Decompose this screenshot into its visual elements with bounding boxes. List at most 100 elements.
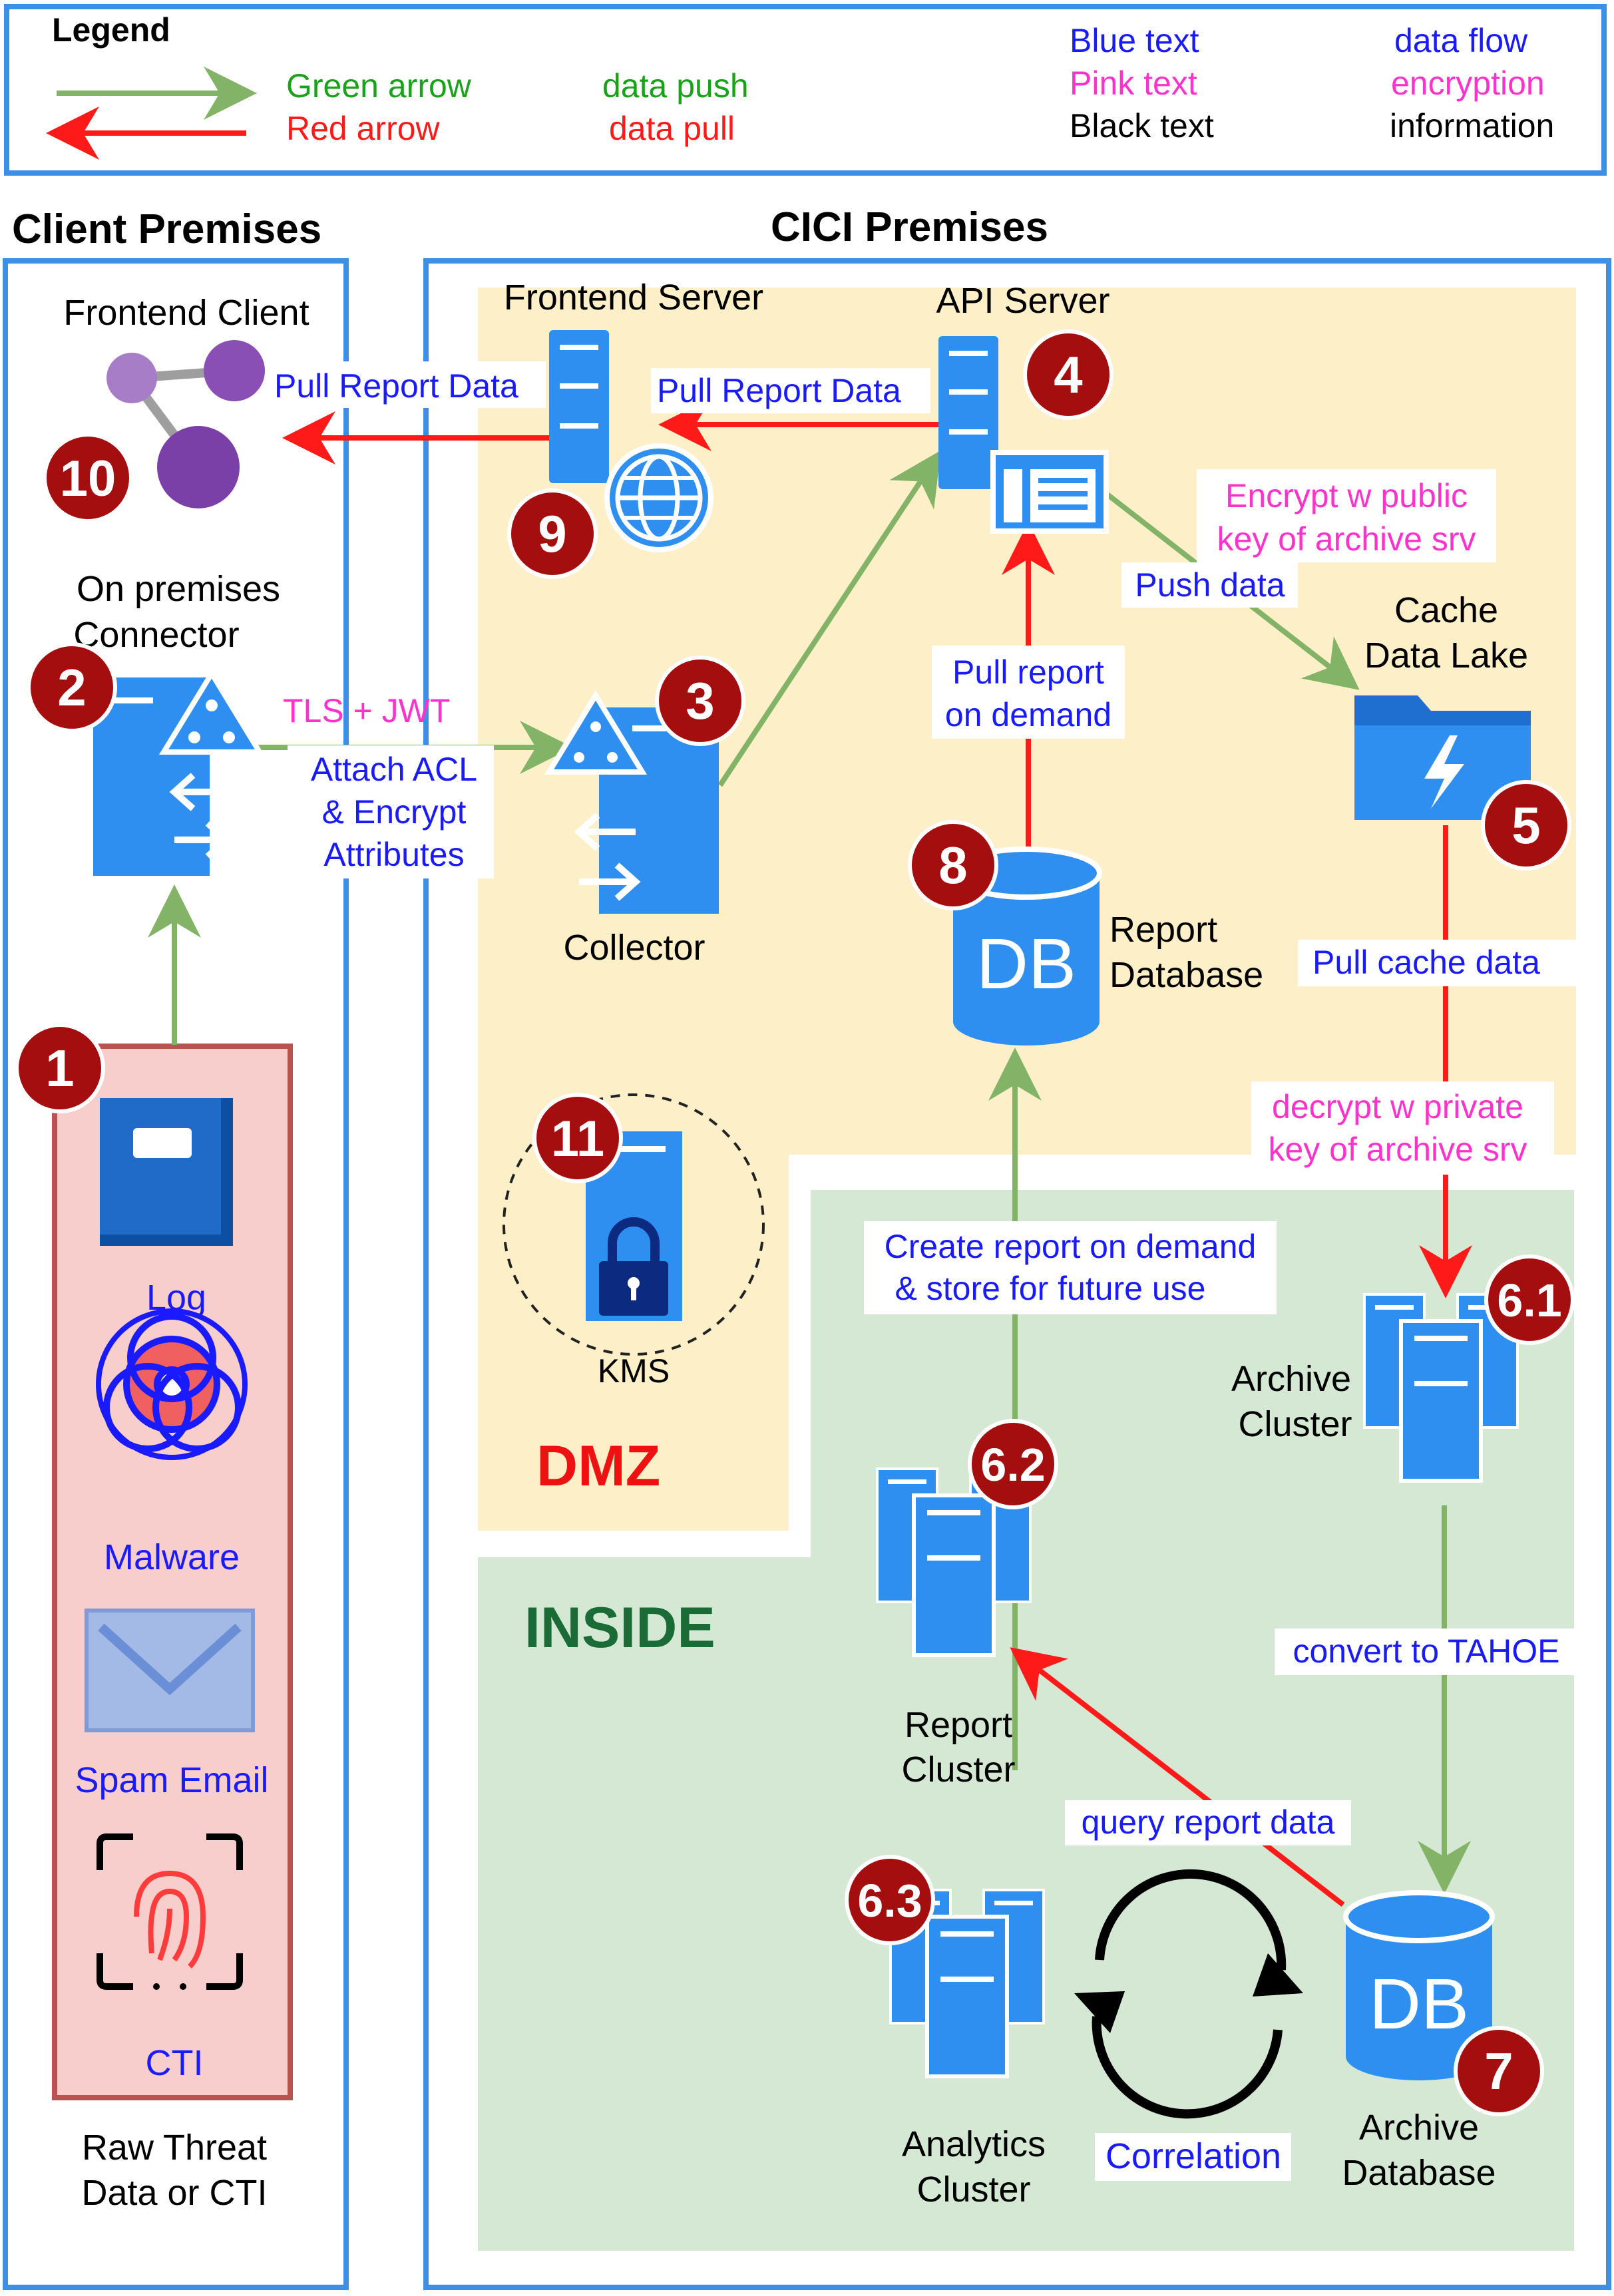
edge-pull-cache: Pull cache data xyxy=(1312,944,1540,981)
dmz-label: DMZ xyxy=(536,1434,660,1498)
report-cluster-label-line2: Cluster xyxy=(901,1750,1015,1790)
badge-text: 1 xyxy=(45,1039,74,1097)
report-cluster-label-line1: Report xyxy=(905,1705,1012,1745)
report-db-label-line2: Database xyxy=(1110,955,1263,995)
badge-text: 10 xyxy=(60,451,116,507)
edge-label-bg xyxy=(864,1221,1277,1314)
edge-decrypt-line1: decrypt w private xyxy=(1272,1088,1523,1125)
report-cluster: Report Cluster xyxy=(877,1469,1030,1790)
database-icon: DB xyxy=(1343,1890,1495,2080)
legend-data-pull: data pull xyxy=(609,110,735,147)
badge-text: 6.3 xyxy=(857,1875,922,1927)
step-badge-6-1: 6.1 xyxy=(1484,1254,1575,1345)
edge-label-bg xyxy=(1275,1628,1577,1675)
cti-label: CTI xyxy=(146,2043,204,2083)
frontend-client-label: Frontend Client xyxy=(63,293,309,333)
server-rack-icon xyxy=(549,330,609,483)
api-server-label: API Server xyxy=(936,281,1110,321)
legend-green-arrow-label: Green arrow xyxy=(286,67,472,104)
analytics-label-line1: Analytics xyxy=(902,2124,1046,2164)
collector-label: Collector xyxy=(563,928,705,968)
cycle-icon xyxy=(1074,1869,1303,2119)
edge-attach-line1: Attach ACL xyxy=(311,751,477,788)
edge-decrypt-line2: key of archive srv xyxy=(1268,1131,1527,1168)
badge-text: 3 xyxy=(686,671,714,730)
archive-database: DB Archive Database xyxy=(1342,1890,1496,2193)
badge-text: 6.1 xyxy=(1497,1274,1561,1326)
step-badge-1: 1 xyxy=(15,1023,105,1113)
legend-title: Legend xyxy=(52,11,170,49)
step-badge-9: 9 xyxy=(507,488,598,579)
edge-label-bg xyxy=(651,368,930,413)
step-badge-5: 5 xyxy=(1481,780,1571,870)
edge-encrypt-line1: Encrypt w public xyxy=(1225,477,1468,514)
edge-label-bg xyxy=(270,361,546,408)
edge-label-bg xyxy=(1095,2133,1291,2181)
cici-premises-title: CICI Premises xyxy=(771,204,1048,250)
badge-text: 9 xyxy=(538,504,566,563)
badge-text: 4 xyxy=(1054,345,1082,404)
edge-pull-report-line1: Pull report xyxy=(952,654,1104,691)
edge-label-bg xyxy=(1251,1081,1554,1175)
api-window-icon xyxy=(990,450,1109,534)
edge-label-bg xyxy=(1298,940,1587,986)
edge-label-bg xyxy=(1065,1800,1351,1845)
archive-db-label-line2: Database xyxy=(1342,2153,1496,2193)
legend-red-arrow-label: Red arrow xyxy=(286,110,441,147)
analytics-label-line2: Cluster xyxy=(916,2170,1030,2209)
edge-create-line1: Create report on demand xyxy=(885,1228,1257,1265)
server-rack-icon xyxy=(938,336,998,489)
legend: Legend Green arrow Red arrow data push d… xyxy=(4,4,1607,176)
step-badge-4: 4 xyxy=(1023,329,1113,420)
db-glyph: DB xyxy=(1369,1963,1469,2044)
malware-label: Malware xyxy=(104,1537,240,1577)
lock-icon xyxy=(599,1217,668,1316)
step-badge-6-2: 6.2 xyxy=(968,1419,1058,1509)
fingerprint-scan-icon xyxy=(97,1833,243,1990)
raw-threat-label-line2: Data or CTI xyxy=(81,2173,267,2213)
edge-pull-report-line2: on demand xyxy=(945,696,1111,733)
step-badge-6-3: 6.3 xyxy=(845,1855,935,1945)
cache-data-lake: Cache Data Lake xyxy=(1354,590,1531,820)
legend-black-text: Black text xyxy=(1070,107,1214,144)
edge-pull-report-api: Pull Report Data xyxy=(657,372,901,409)
archive-cluster: Archive Cluster xyxy=(1231,1294,1517,1481)
edge-attach-line3: Attributes xyxy=(323,836,464,873)
sync-arrows-icon xyxy=(574,813,641,901)
edge-label-bg xyxy=(1197,469,1496,562)
spam-item: Spam Email xyxy=(75,1609,269,1800)
step-badge-8: 8 xyxy=(908,820,998,910)
envelope-icon xyxy=(85,1609,255,1732)
legend-blue-text: Blue text xyxy=(1070,22,1199,59)
edge-pull-report-client: Pull Report Data xyxy=(274,367,518,405)
badge-text: 2 xyxy=(57,658,86,717)
step-badge-3: 3 xyxy=(655,656,745,746)
step-badge-11: 11 xyxy=(532,1093,623,1183)
edge-convert-tahoe: convert to TAHOE xyxy=(1293,1632,1559,1670)
legend-data-flow: data flow xyxy=(1394,22,1528,59)
sync-arrows-icon xyxy=(169,773,232,859)
network-triangle-icon xyxy=(158,668,265,755)
edge-label-bg xyxy=(288,745,494,878)
connector-label-line1: On premises xyxy=(77,569,280,609)
spam-label: Spam Email xyxy=(75,1760,268,1800)
legend-pink-text: Pink text xyxy=(1070,65,1197,102)
frontend-server: Frontend Server xyxy=(504,278,763,552)
api-server: API Server xyxy=(936,281,1110,534)
report-db-label-line1: Report xyxy=(1110,910,1217,950)
cti-item: CTI xyxy=(97,1833,243,2083)
badge-text: 5 xyxy=(1512,796,1540,855)
share-graph-icon xyxy=(106,340,265,508)
edge-push-data: Push data xyxy=(1135,566,1285,604)
analytics-cluster: Analytics Cluster xyxy=(891,1890,1046,2209)
kms-label: KMS xyxy=(598,1352,670,1390)
legend-encryption: encryption xyxy=(1391,65,1545,102)
badge-text: 8 xyxy=(938,836,967,894)
inside-label: INSIDE xyxy=(524,1596,715,1660)
edge-query-report: query report data xyxy=(1082,1804,1335,1841)
biohazard-icon xyxy=(96,1308,248,1460)
legend-box xyxy=(4,4,1607,176)
cache-label-line1: Cache xyxy=(1394,590,1498,630)
